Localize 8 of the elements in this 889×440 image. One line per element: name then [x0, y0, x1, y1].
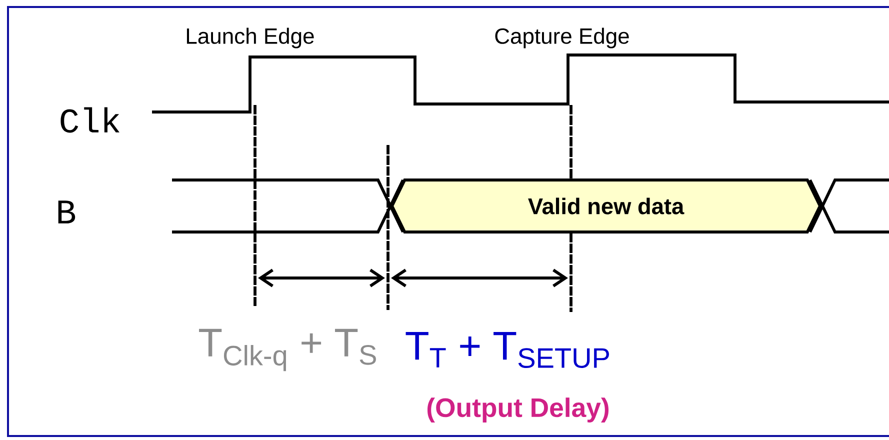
- timing-note: (Output Delay): [428, 398, 608, 422]
- signal-name: Clk: [60, 107, 120, 133]
- clock-edge-caption: Launch Edge: [186, 28, 314, 48]
- clock-edge-caption: Capture Edge: [495, 28, 629, 48]
- timing-term: T$_{Clk-q}$ + T$_{S}$: [199, 328, 376, 372]
- timing-term: T$_{T}$ + T$_{SETUP}$: [406, 332, 609, 368]
- signal-name: B: [58, 200, 76, 224]
- data-valid-box: Valid new data: [390, 178, 822, 234]
